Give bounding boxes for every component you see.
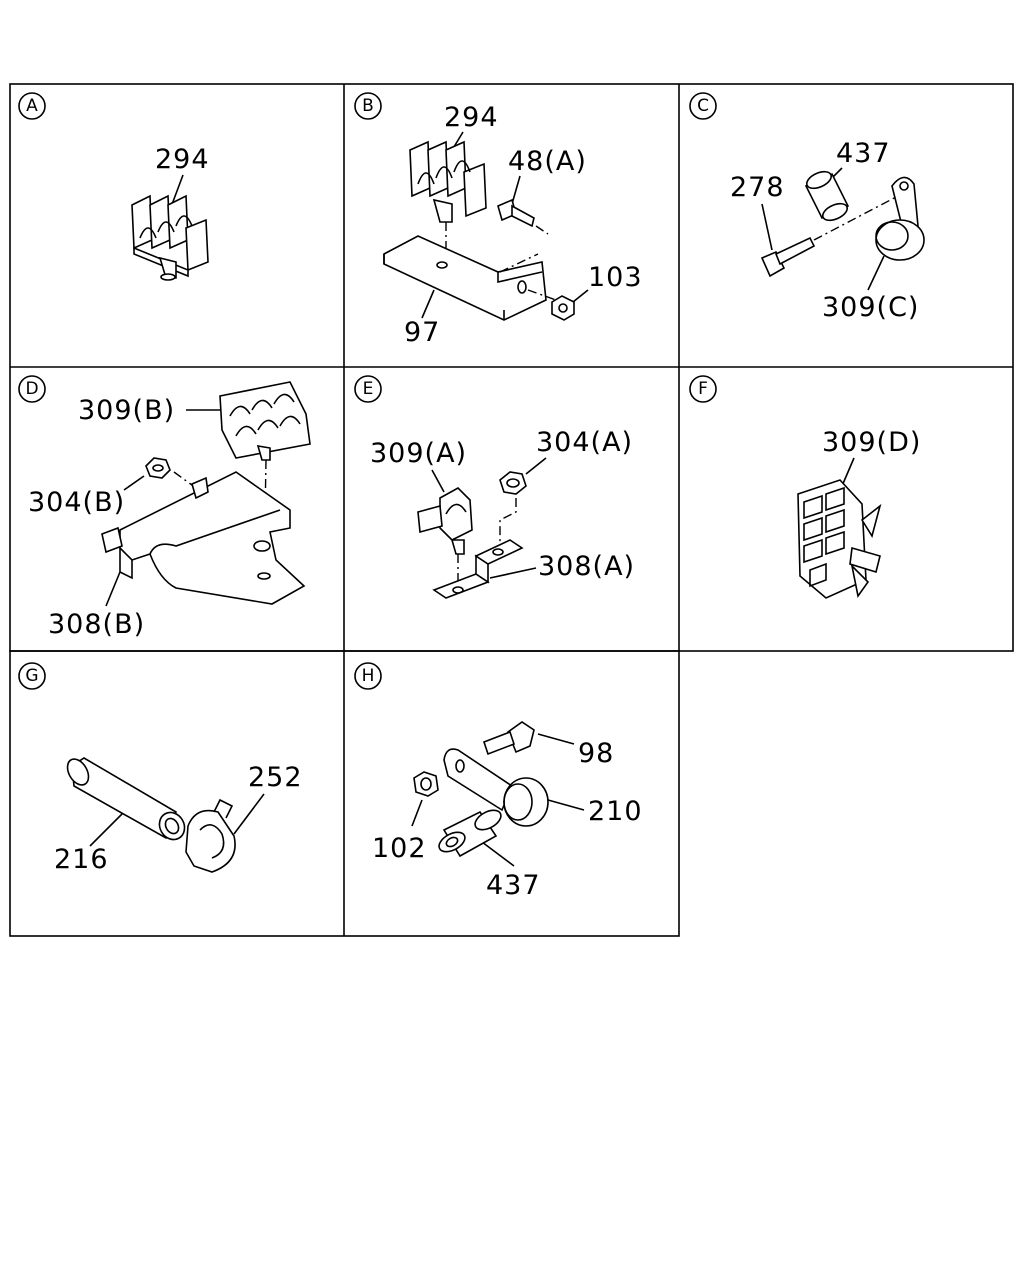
panel-letter: F — [698, 379, 708, 399]
part-label: 216 — [54, 844, 109, 875]
mounting-centerline — [535, 225, 549, 235]
panel-letter-badge: D — [18, 375, 46, 403]
bracket-plate-icon — [101, 471, 306, 605]
leader-line — [489, 567, 537, 579]
part-label: 309(D) — [822, 427, 921, 458]
part-label: 437 — [486, 870, 541, 901]
triple-pipe-clip-icon — [131, 194, 209, 281]
part-label: 210 — [588, 796, 643, 827]
grid-frame — [9, 83, 1014, 937]
leader-line — [431, 469, 445, 493]
spacer-collar-icon — [804, 170, 850, 222]
flange-bolt-icon — [760, 236, 816, 278]
part-label: 304(B) — [28, 487, 125, 518]
panel-letter-badge: B — [354, 92, 382, 120]
panel-letter-badge: G — [18, 662, 46, 690]
leader-line — [89, 811, 125, 847]
panel-letter-badge: C — [689, 92, 717, 120]
leader-line — [123, 475, 145, 491]
panel-letter: H — [362, 666, 375, 686]
p-clamp-icon — [443, 748, 549, 827]
part-label: 308(A) — [538, 551, 635, 582]
panel-g: G 252 216 — [18, 662, 303, 875]
panel-letter: C — [697, 96, 709, 116]
panel-d: D 309(B) 304(B) 308(B) — [18, 375, 311, 640]
panel-letter: A — [26, 96, 38, 116]
part-label: 98 — [578, 738, 614, 769]
panel-f: F 309(D) — [689, 375, 921, 599]
part-label: 309(B) — [78, 395, 175, 426]
multi-pipe-clip-icon — [797, 479, 882, 599]
single-pipe-clip-icon — [417, 487, 473, 555]
flange-bolt-icon — [482, 721, 535, 756]
hex-nut-icon — [413, 771, 439, 797]
panel-a: A 294 — [18, 92, 210, 281]
panel-letter-badge: H — [354, 662, 382, 690]
panel-letter-badge: E — [354, 375, 382, 403]
part-label: 304(A) — [536, 427, 633, 458]
leader-line — [421, 289, 435, 319]
panel-e: E 309(A) 304(A) 308(A) — [354, 375, 635, 599]
part-label: 48(A) — [508, 146, 587, 177]
p-clamp-icon — [875, 176, 925, 261]
leader-line — [511, 175, 521, 205]
panel-h: H 98 210 102 437 — [354, 662, 643, 901]
part-label: 294 — [155, 144, 210, 175]
panel-c: C 437 278 309(C) — [689, 92, 925, 323]
panel-letter-badge: A — [18, 92, 46, 120]
flange-nut-icon — [145, 457, 171, 479]
mounting-centerline — [813, 195, 899, 241]
leader-line — [525, 457, 547, 475]
triple-pipe-clip-icon — [409, 140, 487, 223]
leader-line — [411, 799, 423, 827]
leader-line — [867, 255, 885, 291]
leader-line — [105, 571, 121, 607]
part-label: 309(C) — [822, 292, 919, 323]
nut-icon — [551, 295, 575, 321]
part-label: 97 — [404, 317, 440, 348]
part-label: 252 — [248, 762, 303, 793]
part-label: 309(A) — [370, 438, 467, 469]
panel-letter: G — [25, 666, 38, 686]
part-label: 308(B) — [48, 609, 145, 640]
flange-nut-icon — [499, 471, 527, 495]
bracket-plate-icon — [383, 235, 547, 321]
panel-b: B 294 48(A) 103 97 — [354, 92, 643, 348]
leader-line — [537, 733, 575, 745]
leader-line — [761, 203, 773, 251]
leader-line — [481, 841, 515, 867]
leader-line — [547, 799, 585, 811]
panel-letter: D — [25, 379, 38, 399]
part-label: 103 — [588, 262, 643, 293]
bolt-icon — [497, 198, 535, 228]
sleeve-tube-icon — [66, 757, 186, 841]
panel-letter-badge: F — [689, 375, 717, 403]
part-label: 102 — [372, 833, 427, 864]
panel-letter: E — [363, 379, 374, 399]
grommet-icon — [185, 798, 236, 873]
z-bracket-icon — [432, 539, 524, 599]
quad-pipe-clip-icon — [219, 381, 311, 461]
part-label: 294 — [444, 102, 499, 133]
part-label: 278 — [730, 172, 785, 203]
spacer-collar-icon — [438, 809, 502, 858]
part-label: 437 — [836, 138, 891, 169]
panel-letter: B — [362, 96, 374, 116]
leader-line — [841, 457, 855, 487]
leader-line — [233, 793, 265, 835]
